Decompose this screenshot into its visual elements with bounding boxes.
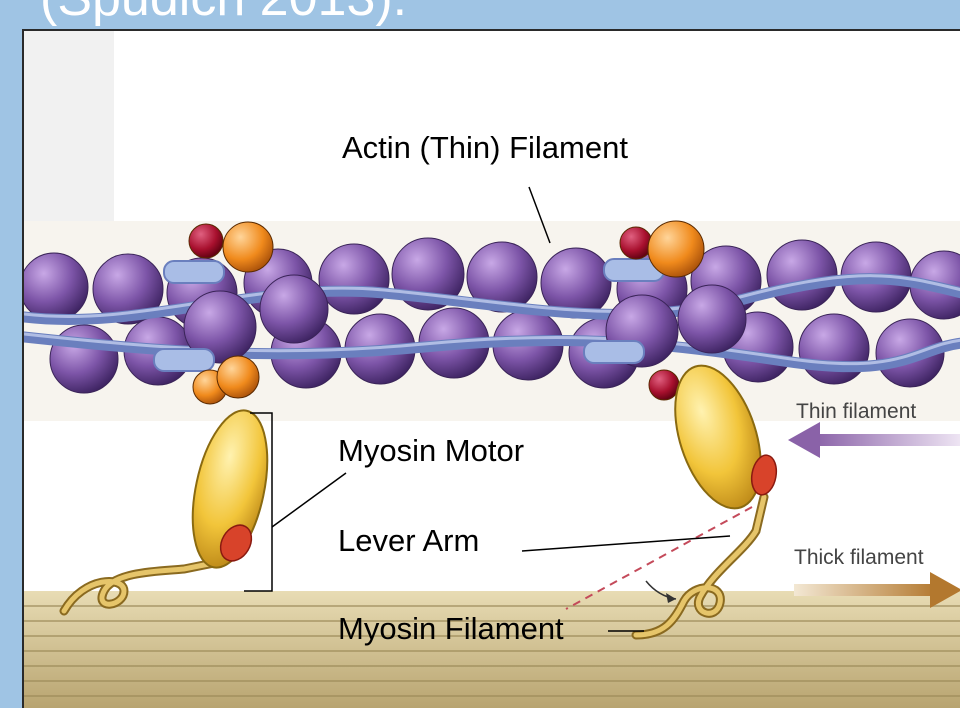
lever-arm-label: Lever Arm (338, 523, 479, 559)
myosin-filament-label: Myosin Filament (338, 611, 564, 647)
myosin-motor-label: Myosin Motor (338, 433, 524, 469)
myosin-diagram: Actin (Thin) Filament Myosin Motor Lever… (22, 29, 960, 708)
thin-filament-label: Thin filament (796, 400, 916, 424)
thick-filament-label: Thick filament (794, 546, 924, 570)
thick-filament (24, 591, 960, 708)
actin-filament-label: Actin (Thin) Filament (342, 130, 628, 166)
slide-title-fragment: (Spudich 2013). (40, 0, 407, 28)
